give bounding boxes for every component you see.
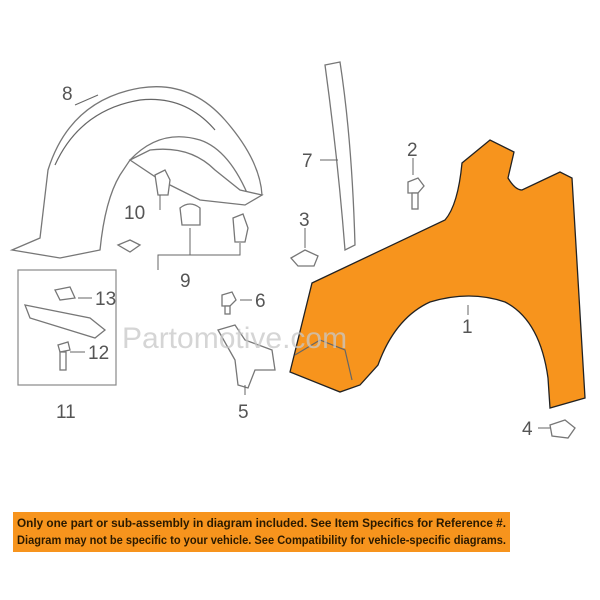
disclaimer-line-1: Only one part or sub-assembly in diagram… [17,516,506,530]
callout-4: 4 [522,419,533,440]
part-11-bracket [23,304,107,339]
callout-11: 11 [56,402,76,423]
part-2-bolt [407,177,425,210]
callout-labels: 1 2 3 4 5 6 7 8 9 10 11 12 13 [56,84,533,440]
callout-3: 3 [299,210,310,231]
callout-12: 12 [88,343,109,364]
part-5-bracket [217,324,276,389]
callout-7: 7 [302,151,313,172]
disclaimer-banner: Only one part or sub-assembly in diagram… [13,512,510,552]
watermark: Partomotive.com [122,322,347,355]
callout-10: 10 [124,203,145,224]
part-13-clip [54,286,76,301]
fender-bracket-detail [294,339,353,381]
callout-5: 5 [238,402,249,423]
callout-1: 1 [462,317,473,338]
callout-6: 6 [255,291,266,312]
part-6-bolt [221,291,237,315]
part-4-nut [549,419,576,439]
part-9-10-clips [116,169,249,253]
callout-13: 13 [95,289,116,310]
part-1-fender [289,139,586,409]
callout-2: 2 [407,140,418,161]
part-12-screw [57,341,71,371]
callout-9: 9 [180,271,191,292]
part-3-clip [289,249,319,267]
callout-8: 8 [62,84,73,105]
part-7-strip [324,61,356,252]
part-8-fender-liner [9,86,264,259]
part-11-box [17,269,117,386]
leader-lines [70,94,550,429]
disclaimer-line-2: Diagram may not be specific to your vehi… [17,533,506,547]
